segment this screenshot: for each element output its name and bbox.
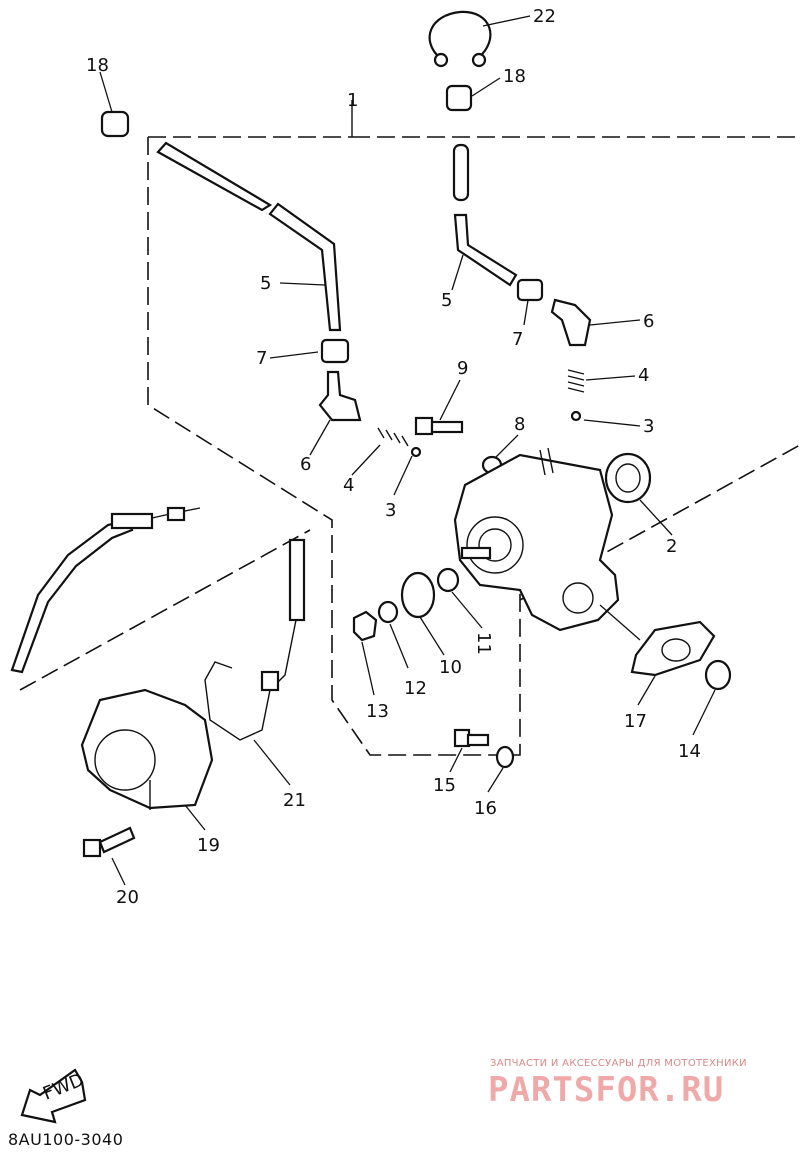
callout-17: 17 — [624, 711, 647, 732]
part-4-spring-right — [567, 369, 585, 393]
drawing-code: 8AU100-3040 — [8, 1130, 124, 1149]
callout-11: 11 — [473, 632, 494, 655]
part-18-collar-top — [445, 84, 473, 112]
callout-9: 9 — [457, 358, 468, 379]
part-14-washer — [704, 659, 732, 691]
part-2-seal — [604, 452, 652, 504]
part-16-washer — [495, 745, 515, 769]
callout-3-left: 3 — [385, 500, 396, 521]
part-6-elbow-right — [550, 298, 592, 347]
callout-7-right: 7 — [512, 329, 523, 350]
callout-21: 21 — [283, 790, 306, 811]
callout-18-top: 18 — [503, 66, 526, 87]
watermark-logo: PARTSFOR.RU — [488, 1070, 725, 1110]
part-15-bolt — [453, 728, 490, 748]
part-7-collar-right — [516, 278, 544, 302]
part-20-bolt — [82, 826, 136, 858]
part-11-washer — [436, 567, 460, 593]
part-22-clip — [428, 10, 492, 68]
callout-15: 15 — [433, 775, 456, 796]
part-19-cover — [80, 688, 214, 810]
callout-19: 19 — [197, 835, 220, 856]
callout-6-left: 6 — [300, 454, 311, 475]
callout-16: 16 — [474, 798, 497, 819]
assembly-boundary — [147, 136, 800, 756]
callout-8: 8 — [514, 414, 525, 435]
callout-4-right: 4 — [638, 365, 649, 386]
forward-direction-arrow: FWD — [20, 1068, 87, 1124]
part-13-nut — [352, 610, 378, 642]
callout-1: 1 — [347, 90, 358, 111]
leader-lines — [99, 15, 716, 886]
part-10-plate — [400, 571, 436, 619]
part-5-hose-left — [156, 141, 342, 332]
callout-22: 22 — [533, 6, 556, 27]
callout-18-left: 18 — [86, 55, 109, 76]
part-5-hose-right — [452, 143, 518, 287]
callout-3-right: 3 — [643, 416, 654, 437]
part-3-ball-right — [570, 410, 582, 422]
callout-6-right: 6 — [643, 311, 654, 332]
callout-14: 14 — [678, 741, 701, 762]
callout-4-left: 4 — [343, 475, 354, 496]
part-3-ball-left — [410, 446, 422, 458]
callout-2: 2 — [666, 536, 677, 557]
part-9-bolt — [414, 416, 464, 436]
part-21-cable — [204, 538, 306, 741]
watermark-subtitle: ЗАПЧАСТИ И АКСЕССУАРЫ ДЛЯ МОТОТЕХНИКИ — [490, 1058, 747, 1069]
callout-7-left: 7 — [256, 348, 267, 369]
oil-pump-body — [453, 447, 620, 632]
part-4-spring-left — [377, 427, 409, 447]
callout-13: 13 — [366, 701, 389, 722]
callout-12: 12 — [404, 678, 427, 699]
callout-5-right: 5 — [441, 290, 452, 311]
part-7-collar-left — [320, 338, 350, 364]
part-12-washer — [377, 600, 399, 624]
cable-assembly — [10, 506, 201, 674]
cable-guide-line — [19, 529, 311, 691]
callout-5-left: 5 — [260, 273, 271, 294]
part-6-elbow-left — [318, 370, 362, 422]
part-17-gasket — [630, 620, 716, 677]
callout-10: 10 — [439, 657, 462, 678]
callout-20: 20 — [116, 887, 139, 908]
part-18-collar-left — [100, 110, 130, 138]
